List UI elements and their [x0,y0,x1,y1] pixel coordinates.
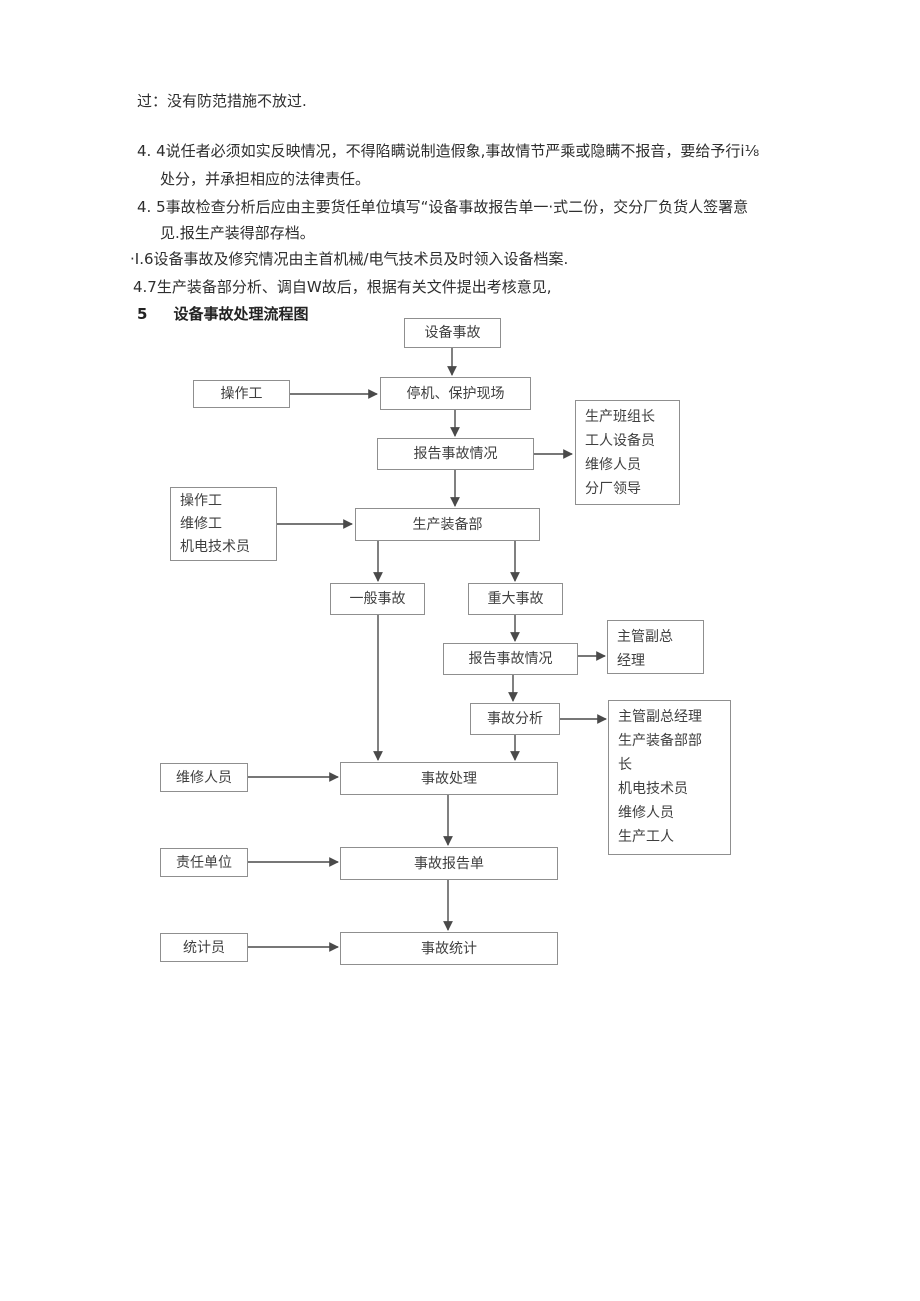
flow-node-equipment-accident: 设备事故 [404,318,501,348]
flow-node-accident-report-form: 事故报告单 [340,847,558,880]
paragraph-line: 过：没有防范措施不放过. [137,92,307,110]
flow-node-responsible-unit: 责任单位 [160,848,248,877]
flow-node-stop-protect: 停机、保护现场 [380,377,531,410]
flow-node-accident-statistics: 事故统计 [340,932,558,965]
flow-node-statistician: 统计员 [160,933,248,962]
paragraph-line: 4.7生产装备部分析、调自W故后，根据有关文件提出考核意见, [133,278,552,296]
flow-node-analysis-group: 主管副总经理 生产装备部部 长 机电技术员 维修人员 生产工人 [608,700,731,855]
flow-node-report-accident-1: 报告事故情况 [377,438,534,470]
flow-node-production-dept: 生产装备部 [355,508,540,541]
paragraph-line: 4. 5事故检查分析后应由主要货任单位填写“设备事故报告单一·式二份，交分厂负货… [137,198,749,216]
flow-node-maintenance-staff: 维修人员 [160,763,248,792]
flow-node-notify-group: 生产班组长 工人设备员 维修人员 分厂领导 [575,400,680,505]
flow-node-operator: 操作工 [193,380,290,408]
paragraph-line: 处分，并承担相应的法律责任。 [160,170,371,188]
paragraph-line: ·I.6设备事故及修究情况由主首机械/电气技术员及时领入设备档案. [130,250,569,268]
flow-node-general-accident: 一般事故 [330,583,425,615]
section-heading: 5 设备事故处理流程图 [137,303,308,325]
flow-node-accident-handling: 事故处理 [340,762,558,795]
flow-node-deputy-gm: 主管副总 经理 [607,620,704,674]
paragraph-line: 4. 4说任者必须如实反映情况，不得陷瞒说制造假象,事故情节严乘或隐瞒不报音，要… [137,142,760,160]
section-number: 5 [137,305,148,323]
flow-node-major-accident: 重大事故 [468,583,563,615]
paragraph-line: 见.报生产装得部存档。 [160,224,315,242]
flow-node-accident-analysis: 事故分析 [470,703,560,735]
flow-node-operator-group: 操作工 维修工 机电技术员 [170,487,277,561]
section-title: 设备事故处理流程图 [173,305,309,323]
flow-node-report-accident-2: 报告事故情况 [443,643,578,675]
